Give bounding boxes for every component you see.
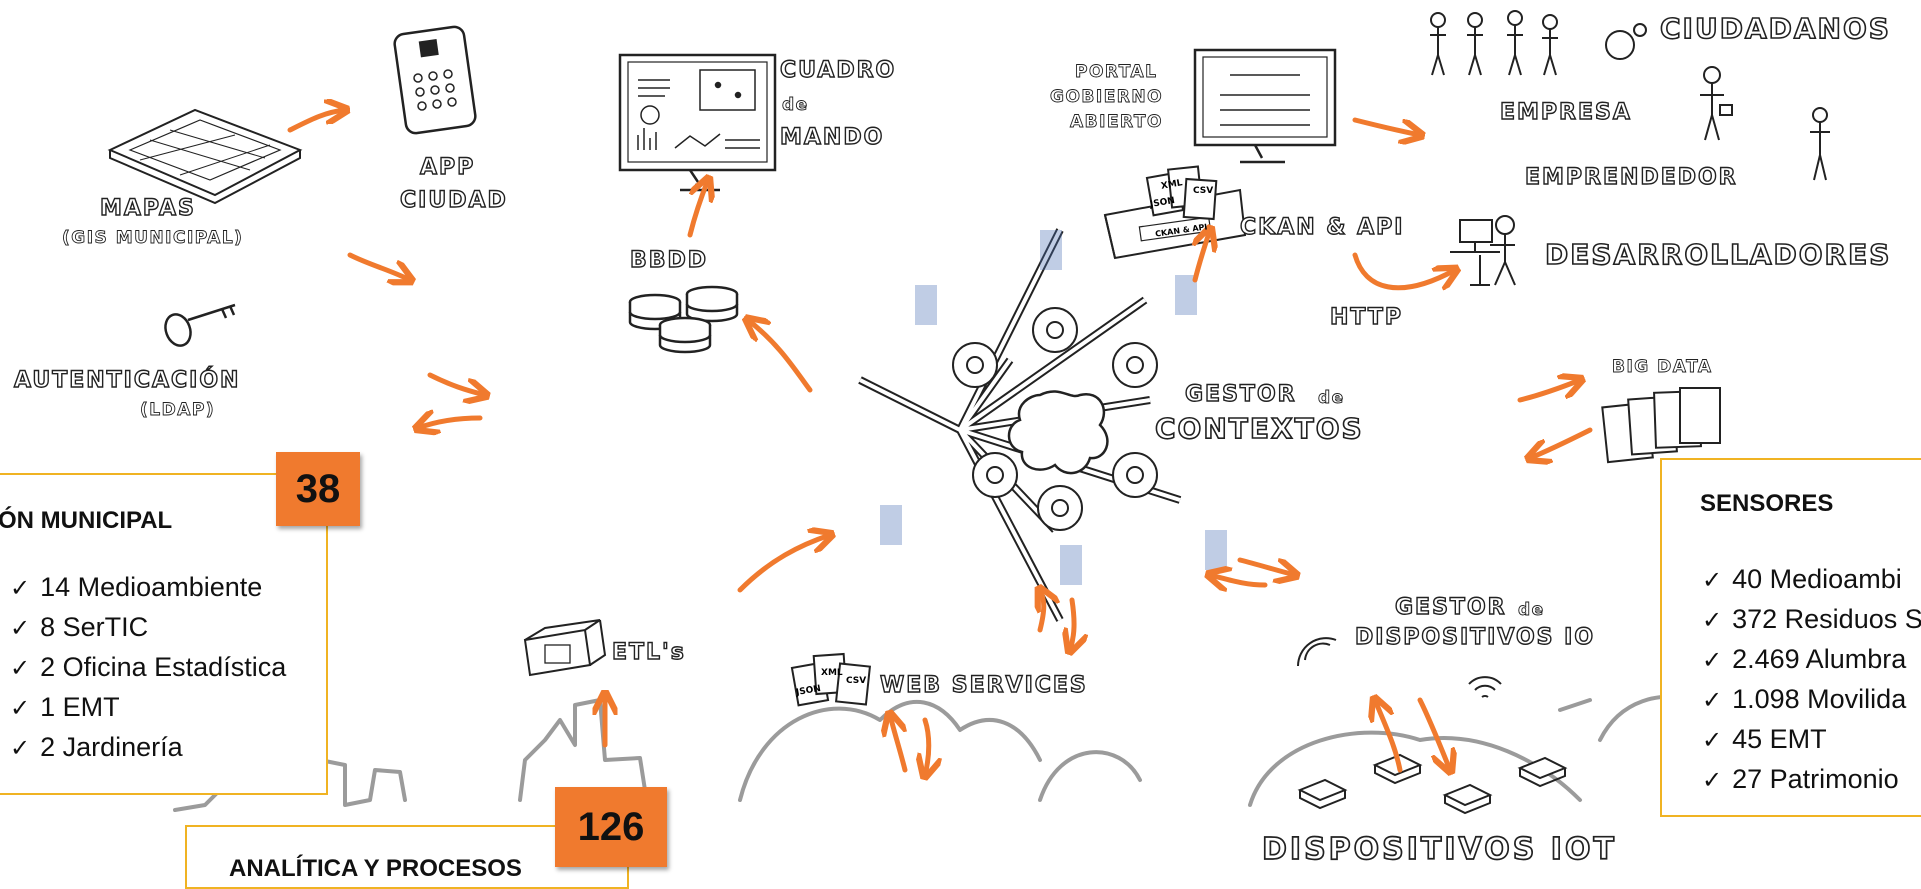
map-illustration [107,108,303,205]
gestion-count-badge: 38 [276,452,360,526]
portal-monitor [1193,48,1337,164]
big-data-documents [1601,387,1721,464]
label-http: HTTP [1329,304,1404,330]
citizens-group [1430,10,1647,76]
database-illustration [628,285,739,354]
gestion-item: 1 EMT [10,688,286,728]
ws-file-label-csv: CSV [846,676,867,686]
label-bbdd: BBDD [629,247,709,273]
label-gestor-dispositivos-de: de [1518,600,1545,621]
label-app: APP [419,154,476,180]
label-cuadro-de: de [782,95,809,116]
sensores-item: 2.469 Alumbra [1702,640,1921,680]
business-people [1700,66,1830,181]
key-illustration [164,303,236,347]
sensores-item: 45 EMT [1702,720,1921,760]
ws-file-label-xml: XML [821,668,843,678]
context-broker-hub [858,228,1182,622]
sensores-list: 40 Medioambi 372 Residuos S 2.469 Alumbr… [1702,560,1921,800]
smart-city-diagram: MAPAS (GIS MUNICIPAL) APP CIUDAD CUADRO … [0,0,1921,867]
label-empresa: EMPRESA [1499,99,1632,125]
label-etls: ETL's [611,639,686,665]
file-label-csv: CSV [1193,186,1214,196]
flow-arrows [287,110,1593,775]
dashboard-monitor [618,53,777,192]
wifi-icon [1297,637,1502,698]
sensores-panel: SENSORES 40 Medioambi 372 Residuos S 2.4… [1660,458,1921,817]
sensores-item: 27 Patrimonio [1702,760,1921,800]
label-contextos: CONTEXTOS [1154,411,1364,446]
analitica-count-badge: 126 [555,787,667,867]
iot-devices [1297,753,1568,815]
developer-illustration [1450,215,1516,286]
gestion-item: 2 Jardinería [10,728,286,768]
sensores-title: SENSORES [1700,490,1834,517]
sensores-item: 372 Residuos S [1702,600,1921,640]
label-emprendedor: EMPRENDEDOR [1524,164,1738,190]
diagram-drawing [107,10,1830,815]
gestion-title: ÓN MUNICIPAL [0,507,173,534]
gestion-item: 14 Medioambiente [10,568,286,608]
data-streams [880,230,1227,585]
sensores-item: 40 Medioambi [1702,560,1921,600]
analitica-title: ANALÍTICA Y PROCESOS [229,855,522,882]
web-services-files [790,652,872,707]
city-skyline [173,694,1702,812]
label-ciudadanos: CIUDADANOS [1659,11,1891,46]
phone-illustration [393,25,477,135]
label-desarrolladores: DESARROLLADORES [1544,237,1892,272]
label-mando: MANDO [779,124,885,150]
label-mapas: MAPAS [99,195,196,221]
label-gestor-dispositivos: GESTOR [1394,594,1507,620]
label-abierto: ABIERTO [1070,112,1163,133]
label-ciudad: CIUDAD [399,187,508,213]
etl-box [523,619,607,677]
gestion-item: 2 Oficina Estadística [10,648,286,688]
label-dispositivos-iot: DISPOSITIVOS IOT [1261,831,1617,868]
label-autenticacion: AUTENTICACIÓN [13,367,241,393]
label-web-services: WEB SERVICES [879,672,1088,698]
gestion-municipal-panel: ÓN MUNICIPAL 14 Medioambiente 8 SerTIC 2… [0,473,328,795]
gestion-item: 8 SerTIC [10,608,286,648]
label-gestor: GESTOR [1184,381,1297,407]
sensores-item: 1.098 Movilida [1702,680,1921,720]
gestion-list: 14 Medioambiente 8 SerTIC 2 Oficina Esta… [10,568,286,768]
label-ldap: (LDAP) [140,400,216,421]
label-dispositivos-io: DISPOSITIVOS IO [1354,624,1596,650]
label-gestor-de: de [1318,388,1345,409]
label-big-data: BIG DATA [1612,357,1713,378]
label-gis: (GIS MUNICIPAL) [62,228,244,249]
label-ckan: CKAN & API [1239,214,1405,240]
label-cuadro: CUADRO [779,57,897,83]
label-portal: PORTAL [1075,62,1158,83]
label-gobierno: GOBIERNO [1050,87,1164,108]
